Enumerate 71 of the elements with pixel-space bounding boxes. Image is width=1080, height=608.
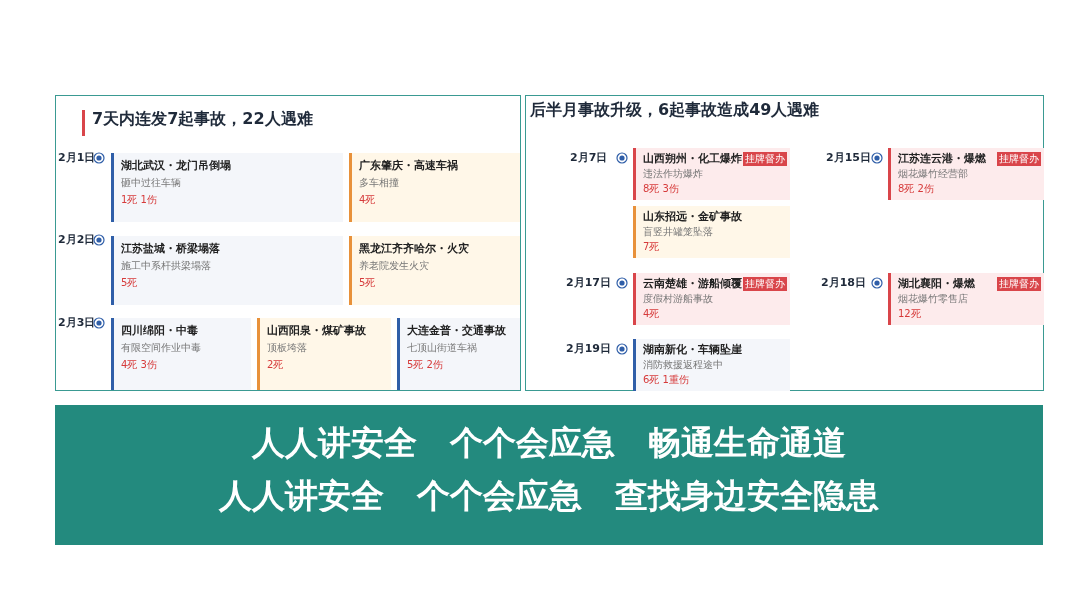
status-badge: 挂牌督办 <box>743 152 787 166</box>
card-title: 云南楚雄・游船倾覆 <box>643 277 742 290</box>
incident-card <box>349 153 520 222</box>
incident-card <box>111 236 343 305</box>
slogan-banner <box>55 405 1043 545</box>
incident-card <box>888 273 1044 325</box>
card-description: 施工中系杆拱梁塌落 <box>121 260 211 272</box>
status-badge: 挂牌督办 <box>997 152 1041 166</box>
panel-heading: 后半月事故升级，6起事故造成49人遇难 <box>530 100 820 121</box>
incident-card <box>633 206 790 258</box>
panel-heading: 7天内连发7起事故，22人遇难 <box>92 109 313 130</box>
casualty-text: 5死 <box>359 277 376 289</box>
date-label: 2月18日 <box>821 275 866 290</box>
card-description: 盲竖井罐笼坠落 <box>643 226 713 238</box>
card-title: 黑龙江齐齐哈尔・火灾 <box>359 242 469 255</box>
date-label: 2月19日 <box>566 341 611 356</box>
card-title: 广东肇庆・高速车祸 <box>359 159 458 172</box>
card-title: 山东招远・金矿事故 <box>643 210 742 223</box>
card-title: 山西阳泉・煤矿事故 <box>267 324 366 337</box>
casualty-text: 4死 <box>643 308 660 320</box>
card-description: 有限空间作业中毒 <box>121 342 201 354</box>
casualty-text: 8死 3伤 <box>643 183 679 195</box>
panel <box>55 95 521 391</box>
card-description: 养老院发生火灾 <box>359 260 429 272</box>
casualty-text: 4死 <box>359 194 376 206</box>
card-description: 砸中过往车辆 <box>121 177 181 189</box>
slogan-text: 人人讲安全 个个会应急 畅通生命通道 <box>251 422 847 464</box>
card-description: 烟花爆竹零售店 <box>898 293 968 305</box>
incident-card <box>633 339 790 391</box>
casualty-text: 7死 <box>643 241 660 253</box>
casualty-text: 4死 3伤 <box>121 359 157 371</box>
card-description: 顶板垮落 <box>267 342 307 354</box>
card-description: 七顶山街道车祸 <box>407 342 477 354</box>
incident-card <box>257 318 391 390</box>
card-title: 大连金普・交通事故 <box>407 324 506 337</box>
date-label: 2月2日 <box>58 232 96 247</box>
casualty-text: 5死 2伤 <box>407 359 443 371</box>
casualty-text: 6死 1重伤 <box>643 374 689 386</box>
incident-card <box>349 236 520 305</box>
card-description: 违法作坊爆炸 <box>643 168 703 180</box>
slogan-text: 人人讲安全 个个会应急 查找身边安全隐患 <box>218 475 880 517</box>
incident-card <box>111 153 343 222</box>
date-label: 2月3日 <box>58 315 96 330</box>
casualty-text: 8死 2伤 <box>898 183 934 195</box>
incident-card <box>111 318 251 390</box>
incident-card <box>888 148 1044 200</box>
date-label: 2月15日 <box>826 150 871 165</box>
card-title: 江苏盐城・桥梁塌落 <box>121 242 220 255</box>
incident-card <box>397 318 520 390</box>
incident-card <box>633 148 790 200</box>
date-label: 2月7日 <box>570 150 608 165</box>
casualty-text: 1死 1伤 <box>121 194 157 206</box>
card-description: 度假村游船事故 <box>643 293 713 305</box>
card-title: 湖北襄阳・爆燃 <box>898 277 975 290</box>
card-description: 多车相撞 <box>359 177 399 189</box>
date-label: 2月17日 <box>566 275 611 290</box>
casualty-text: 12死 <box>898 308 921 320</box>
casualty-text: 2死 <box>267 359 284 371</box>
card-title: 江苏连云港・爆燃 <box>898 152 986 165</box>
card-title: 湖南新化・车辆坠崖 <box>643 343 742 356</box>
card-title: 湖北武汉・龙门吊倒塌 <box>121 159 231 172</box>
panel <box>525 95 1044 391</box>
status-badge: 挂牌督办 <box>743 277 787 291</box>
date-label: 2月1日 <box>58 150 96 165</box>
status-badge: 挂牌督办 <box>997 277 1041 291</box>
card-title: 山西朔州・化工爆炸 <box>643 152 742 165</box>
incident-card <box>633 273 790 325</box>
card-description: 烟花爆竹经营部 <box>898 168 968 180</box>
casualty-text: 5死 <box>121 277 138 289</box>
card-title: 四川绵阳・中毒 <box>121 324 198 337</box>
card-description: 消防救援返程途中 <box>643 359 723 371</box>
